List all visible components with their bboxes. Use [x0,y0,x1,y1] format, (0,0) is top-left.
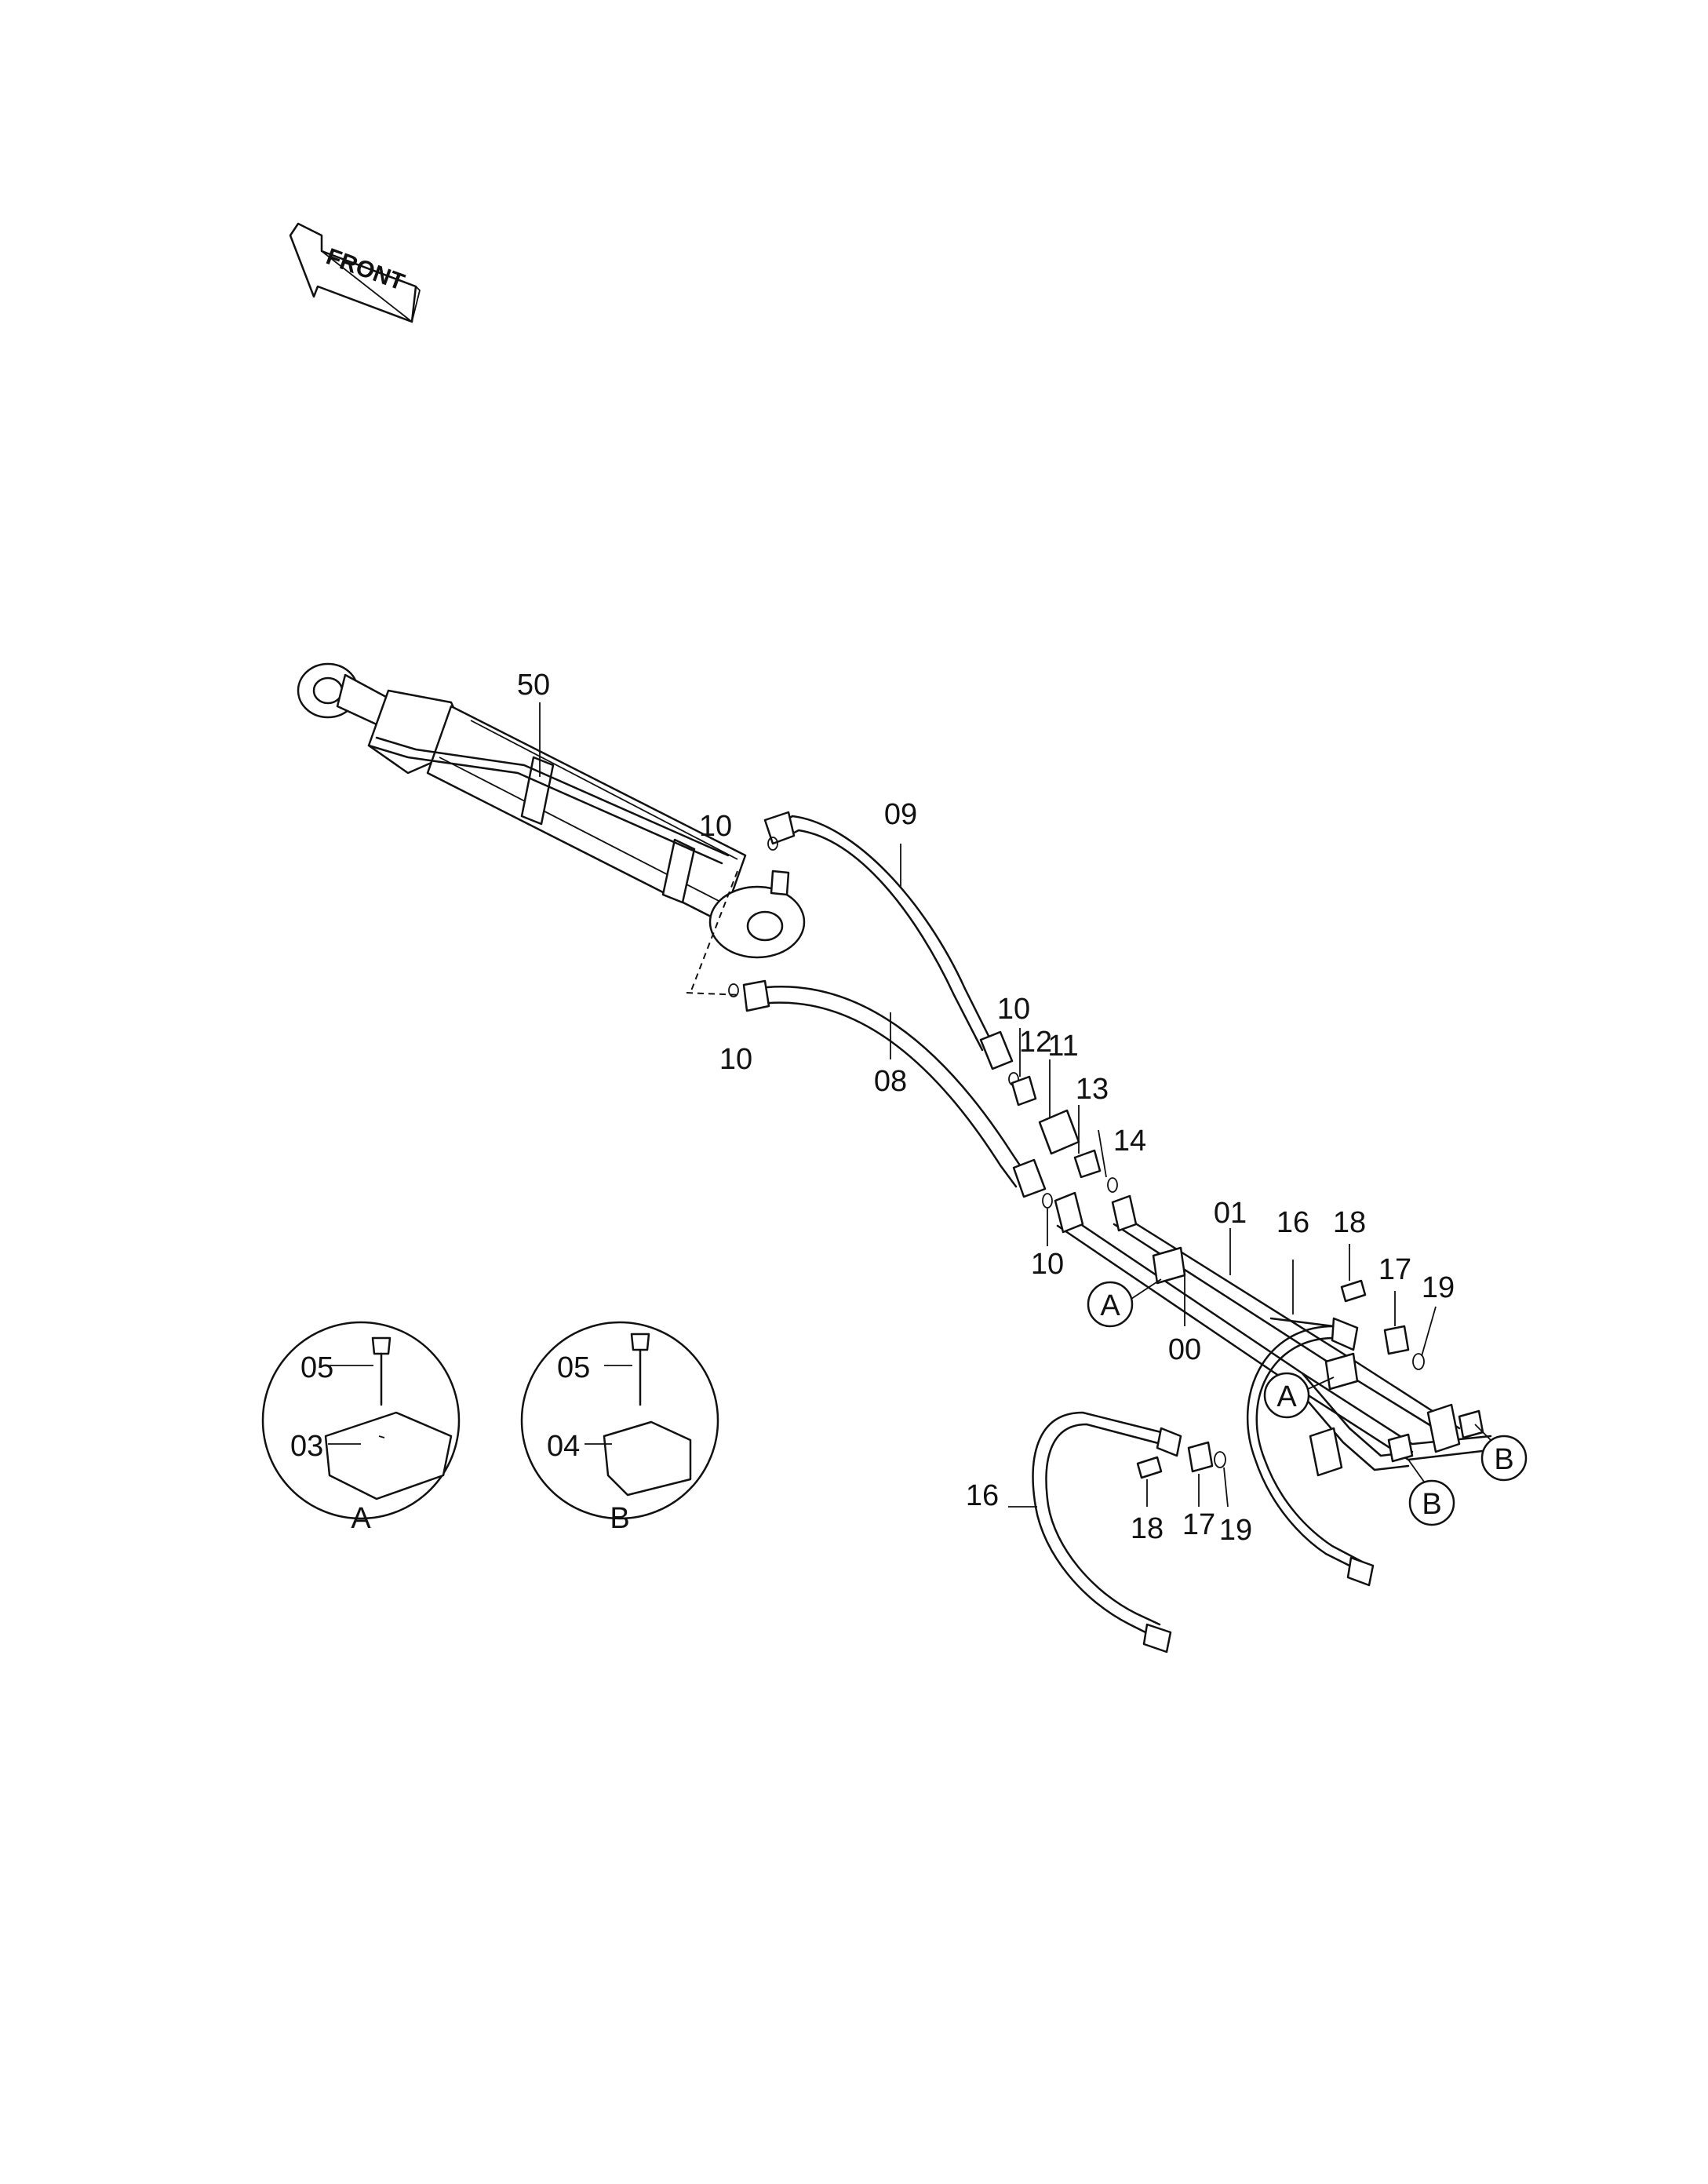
label-01: 01 [1214,1197,1247,1230]
label-10-d: 10 [1031,1248,1064,1281]
label-12: 12 [1019,1026,1052,1059]
callout-a-1: A [1100,1289,1120,1322]
hose-16-left [1008,1411,1182,1653]
label-16-b: 16 [966,1479,999,1512]
detail-a: 05 03 A [261,1321,461,1535]
label-09: 09 [884,798,917,831]
callout-b-2: B [1422,1488,1441,1521]
label-16-a: 16 [1276,1206,1309,1239]
detail-b: 05 04 B [520,1321,719,1535]
label-10-b: 10 [997,993,1030,1026]
part-labels: 50 10 09 10 12 11 13 14 10 08 10 01 00 1… [517,669,1455,1547]
label-05-b: 05 [557,1351,590,1384]
fittings-group [728,837,1118,1246]
hose-09 [763,811,1014,1070]
label-08: 08 [874,1065,907,1098]
hose-16-right [1246,1260,1375,1587]
label-18-b: 18 [1131,1512,1164,1545]
front-arrow: FRONT [289,222,421,323]
label-19-a: 19 [1422,1271,1455,1304]
cylinder-assembly [297,662,806,996]
detail-a-caption: A [351,1502,371,1535]
label-13: 13 [1076,1073,1109,1106]
label-11: 11 [1047,1030,1078,1063]
label-50: 50 [517,669,550,702]
label-17-a: 17 [1378,1253,1411,1286]
label-19-b: 19 [1219,1514,1252,1547]
label-10-a: 10 [699,810,732,843]
callout-a-2: A [1276,1380,1297,1413]
label-05-a: 05 [300,1351,333,1384]
label-03: 03 [290,1430,323,1463]
hose-08 [742,979,1047,1198]
detail-b-caption: B [610,1502,629,1535]
label-04: 04 [547,1430,580,1463]
pipe-assembly [1054,1191,1492,1477]
callouts: A A B B [1087,1278,1528,1526]
label-10-c: 10 [719,1043,752,1076]
label-00: 00 [1168,1333,1201,1366]
label-18-a: 18 [1333,1206,1366,1239]
label-17-b: 17 [1182,1508,1215,1541]
flange-fittings [1136,1244,1437,1508]
callout-b-1: B [1494,1443,1513,1476]
label-14: 14 [1113,1125,1146,1158]
